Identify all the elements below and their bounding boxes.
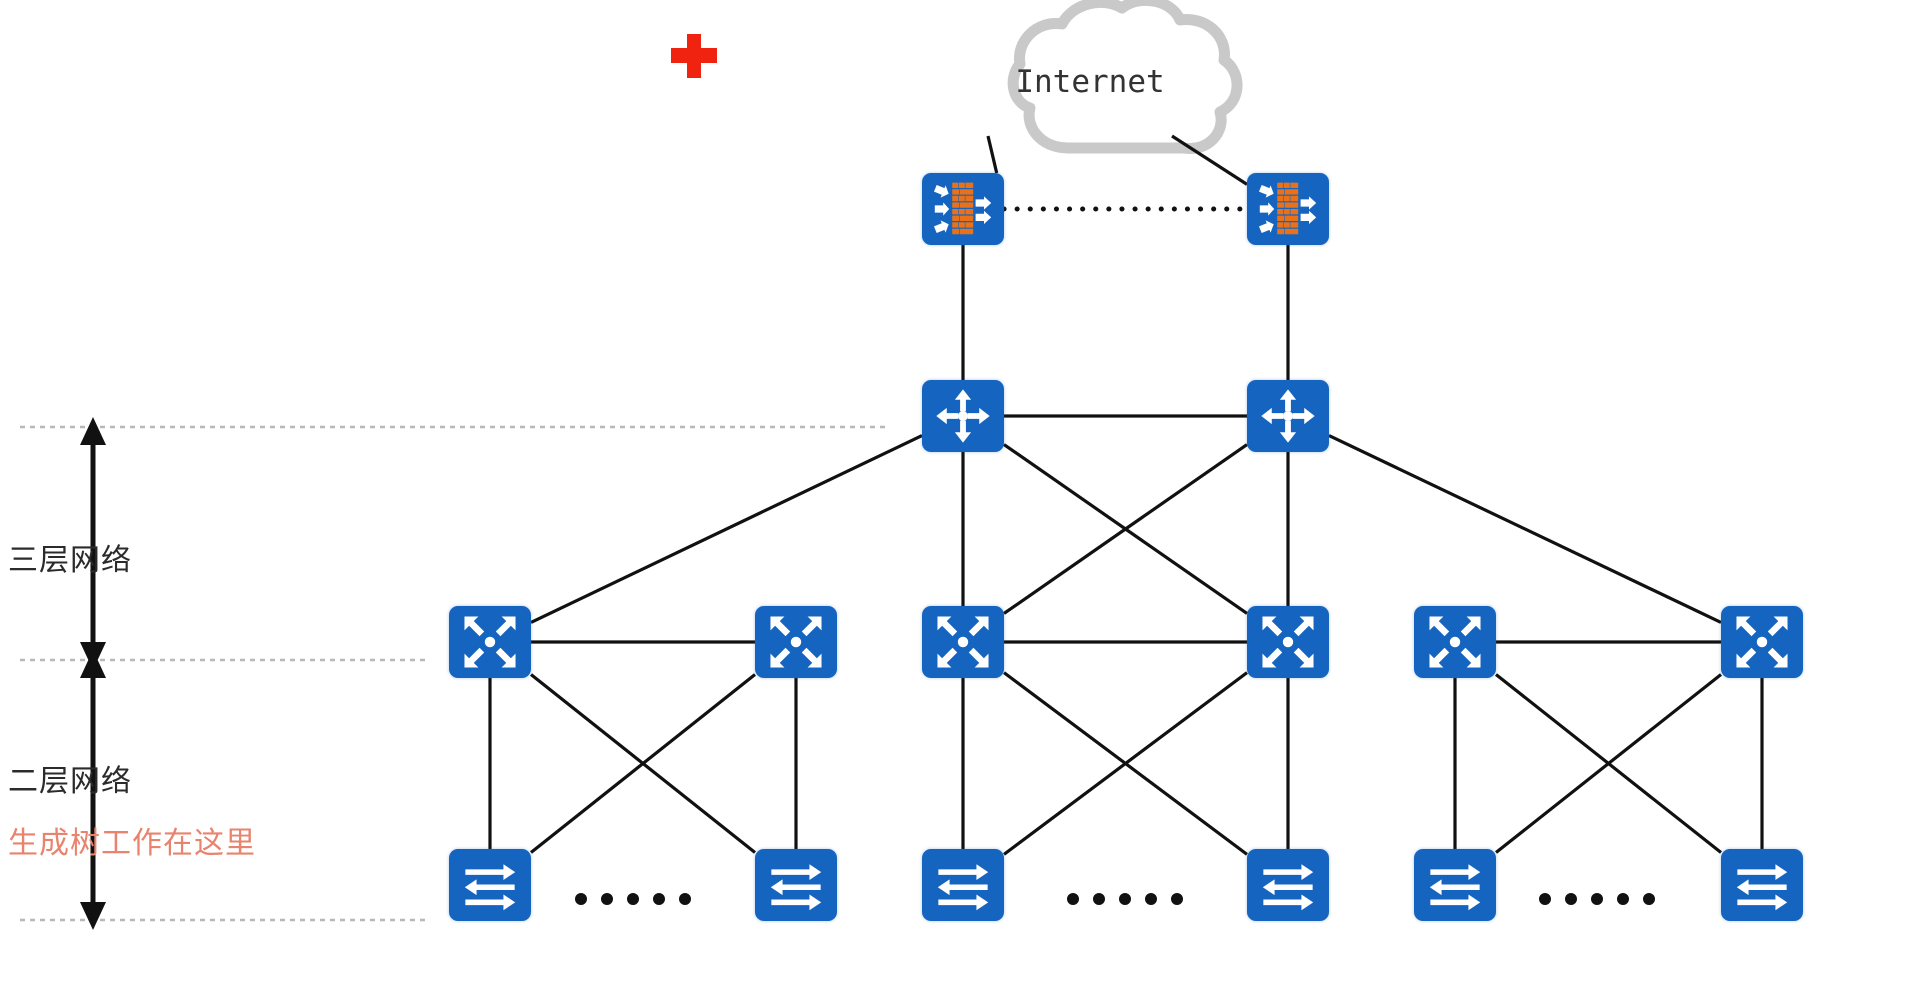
access-node-acc-2[interactable]: [755, 849, 837, 921]
layer-boundaries: [20, 417, 890, 930]
access-switch-icon: [1736, 864, 1788, 911]
ellipsis-dot: [1093, 893, 1105, 905]
ellipsis-pod-2: [1060, 877, 1190, 917]
ellipsis-dot: [1591, 893, 1603, 905]
ellipsis-dot: [601, 893, 613, 905]
connection-lines: [488, 134, 1764, 856]
firewall-node-fw-2[interactable]: [1247, 173, 1329, 245]
access-switch-icon: [770, 864, 822, 911]
access-node-acc-3[interactable]: [922, 849, 1004, 921]
red-cross-marker: [671, 34, 717, 78]
ellipsis-dot: [1565, 893, 1577, 905]
access-node-acc-6[interactable]: [1721, 849, 1803, 921]
link-core-1-to-agg-1: [530, 434, 923, 624]
core-node-core-2[interactable]: [1247, 380, 1329, 452]
router-icon: [1261, 389, 1315, 443]
ellipsis-dot: [653, 893, 665, 905]
aggregation-switch-icon: [1262, 616, 1314, 668]
link-cloud-to-fw-1: [986, 135, 999, 174]
router-icon: [936, 389, 990, 443]
access-switch-icon: [1429, 864, 1481, 911]
ellipsis-dot: [1119, 893, 1131, 905]
ellipsis-pod-1: [568, 877, 698, 917]
link-cloud-to-fw-2: [1171, 134, 1248, 186]
ellipsis-dot: [1539, 893, 1551, 905]
firewall-node-fw-1[interactable]: [922, 173, 1004, 245]
link-agg-6-to-acc-5: [1495, 673, 1722, 854]
spanning-tree-note: 生成树工作在这里: [8, 826, 256, 861]
aggregation-switch-icon: [1736, 616, 1788, 668]
layer2-label: 二层网络: [8, 764, 132, 799]
ellipsis-dot: [1067, 893, 1079, 905]
ellipsis-pod-3: [1532, 877, 1662, 917]
firewall-icon: [1258, 182, 1317, 235]
aggregation-node-agg-3[interactable]: [922, 606, 1004, 678]
access-switch-icon: [1262, 864, 1314, 911]
ellipsis-dot: [575, 893, 587, 905]
ellipsis-dot: [679, 893, 691, 905]
link-agg-2-to-acc-1: [530, 673, 756, 854]
aggregation-switch-icon: [464, 616, 516, 668]
ellipsis-dot: [1171, 893, 1183, 905]
aggregation-node-agg-4[interactable]: [1247, 606, 1329, 678]
aggregation-node-agg-2[interactable]: [755, 606, 837, 678]
link-core-2-to-agg-6: [1328, 434, 1722, 624]
aggregation-switch-icon: [1429, 616, 1481, 668]
ellipsis-dot: [1145, 893, 1157, 905]
aggregation-node-agg-1[interactable]: [449, 606, 531, 678]
link-agg-4-to-acc-3: [1003, 671, 1248, 856]
access-node-acc-5[interactable]: [1414, 849, 1496, 921]
ellipsis-dot: [1643, 893, 1655, 905]
core-node-core-1[interactable]: [922, 380, 1004, 452]
cloud-label: Internet: [1015, 64, 1165, 100]
access-node-acc-1[interactable]: [449, 849, 531, 921]
aggregation-node-agg-6[interactable]: [1721, 606, 1803, 678]
layer2-span-arrow: [80, 650, 106, 930]
firewall-icon: [933, 182, 992, 235]
access-switch-icon: [464, 864, 516, 911]
link-core-2-to-agg-3: [1003, 443, 1248, 615]
aggregation-node-agg-5[interactable]: [1414, 606, 1496, 678]
access-node-acc-4[interactable]: [1247, 849, 1329, 921]
layer3-label: 三层网络: [8, 543, 132, 578]
cloud-icon: [1007, 0, 1243, 154]
ellipsis-dot: [1617, 893, 1629, 905]
ellipsis-dot: [627, 893, 639, 905]
access-switch-icon: [937, 864, 989, 911]
aggregation-switch-icon: [770, 616, 822, 668]
aggregation-switch-icon: [937, 616, 989, 668]
